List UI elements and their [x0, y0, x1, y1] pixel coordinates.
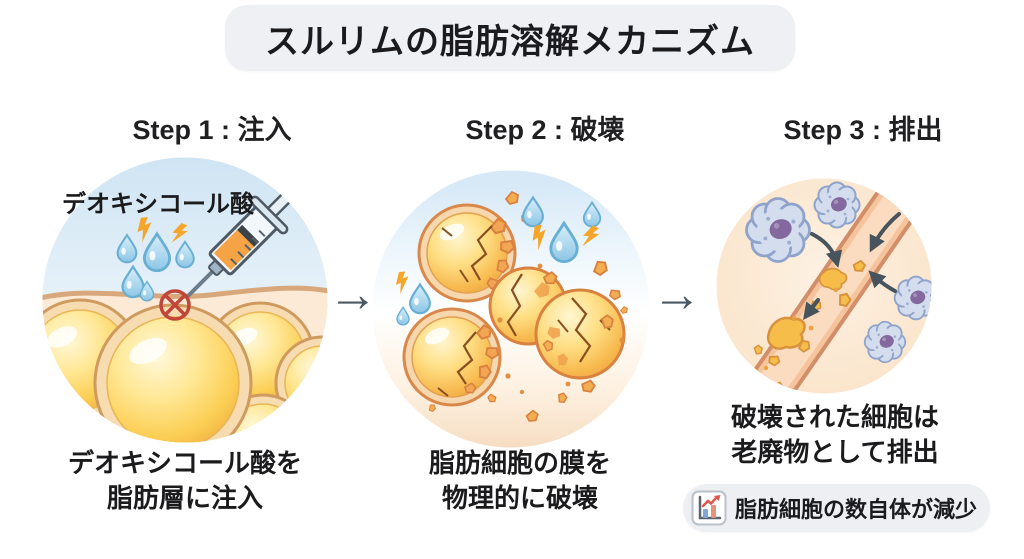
- bar-chart-up-icon: [691, 490, 727, 526]
- step-3-caption: 破壊された細胞は 老廃物として排出: [695, 400, 975, 470]
- step-3-illustration: [716, 178, 932, 394]
- step-3-caption-line-2: 老廃物として排出: [731, 437, 939, 467]
- step-2-caption-line-1: 脂肪細胞の膜を: [428, 448, 611, 478]
- shattered-cell: [488, 266, 626, 380]
- step-1-caption-line-2: 脂肪層に注入: [106, 483, 263, 513]
- cracked-cell: [417, 203, 518, 303]
- debris-dots: [763, 287, 839, 371]
- step-1-caption: デオキシコール酸を 脂肪層に注入: [45, 446, 325, 516]
- step-2-heading: Step 2 : 破壊: [465, 115, 625, 145]
- step-1-illustration: [42, 157, 328, 443]
- step-transition-arrow: →: [328, 266, 378, 322]
- fat-cells: [42, 298, 328, 443]
- result-badge-label: 脂肪細胞の数自体が減少: [735, 497, 978, 522]
- step-3-heading: Step 3 : 排出: [783, 115, 943, 145]
- step-2-caption: 脂肪細胞の膜を 物理的に破壊: [380, 446, 660, 516]
- page-title: スルリムの脂肪溶解メカニズム: [265, 22, 755, 61]
- result-badge: 脂肪細胞の数自体が減少: [683, 484, 990, 532]
- title-banner: スルリムの脂肪溶解メカニズム: [225, 5, 795, 71]
- cracked-cell: [402, 307, 502, 407]
- fragment-dots: [497, 263, 625, 395]
- step-transition-arrow: →: [652, 266, 702, 322]
- step-2-caption-line-2: 物理的に破壊: [441, 483, 598, 513]
- step-2-illustration: [372, 170, 650, 448]
- injection-x-mark: [159, 289, 191, 321]
- skin-surface-line: [42, 285, 328, 302]
- flow-arrows: [802, 212, 901, 321]
- step-1-caption-line-1: デオキシコール酸を: [67, 448, 302, 478]
- deoxycholic-acid-label: デオキシコール酸: [62, 191, 254, 218]
- step-3-caption-line-1: 破壊された細胞は: [730, 402, 939, 432]
- step-1-heading: Step 1 : 注入: [132, 115, 292, 145]
